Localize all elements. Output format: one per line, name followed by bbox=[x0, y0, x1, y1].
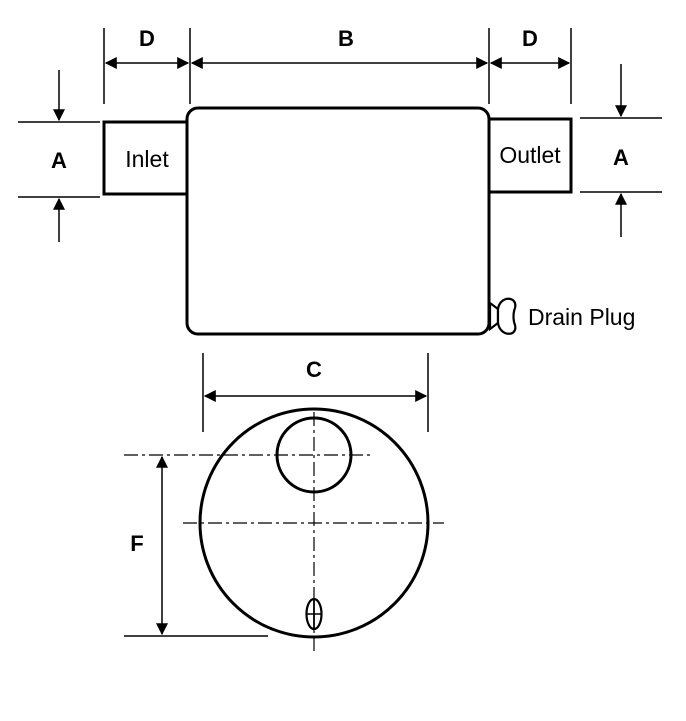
end-view: C F bbox=[124, 353, 444, 654]
dimension-c-label: C bbox=[306, 357, 322, 382]
inlet-label: Inlet bbox=[125, 146, 169, 172]
drain-plug-label: Drain Plug bbox=[528, 304, 635, 330]
dimension-d-left-label: D bbox=[139, 26, 155, 51]
inlet-port bbox=[102, 120, 190, 196]
outlet-port bbox=[486, 117, 573, 194]
filter-body bbox=[185, 106, 491, 336]
drain-plug-end-icon bbox=[305, 597, 323, 631]
outlet-label: Outlet bbox=[499, 142, 561, 168]
dimension-a-right-label: A bbox=[613, 145, 629, 170]
dimension-b-label: B bbox=[338, 26, 354, 51]
dimension-d-right-label: D bbox=[522, 26, 538, 51]
drain-plug-icon bbox=[488, 297, 517, 335]
side-view: D B D A A Inlet Outlet Drain Plug bbox=[18, 26, 662, 336]
dimension-f-label: F bbox=[130, 531, 143, 556]
dimension-a-left-label: A bbox=[51, 148, 67, 173]
